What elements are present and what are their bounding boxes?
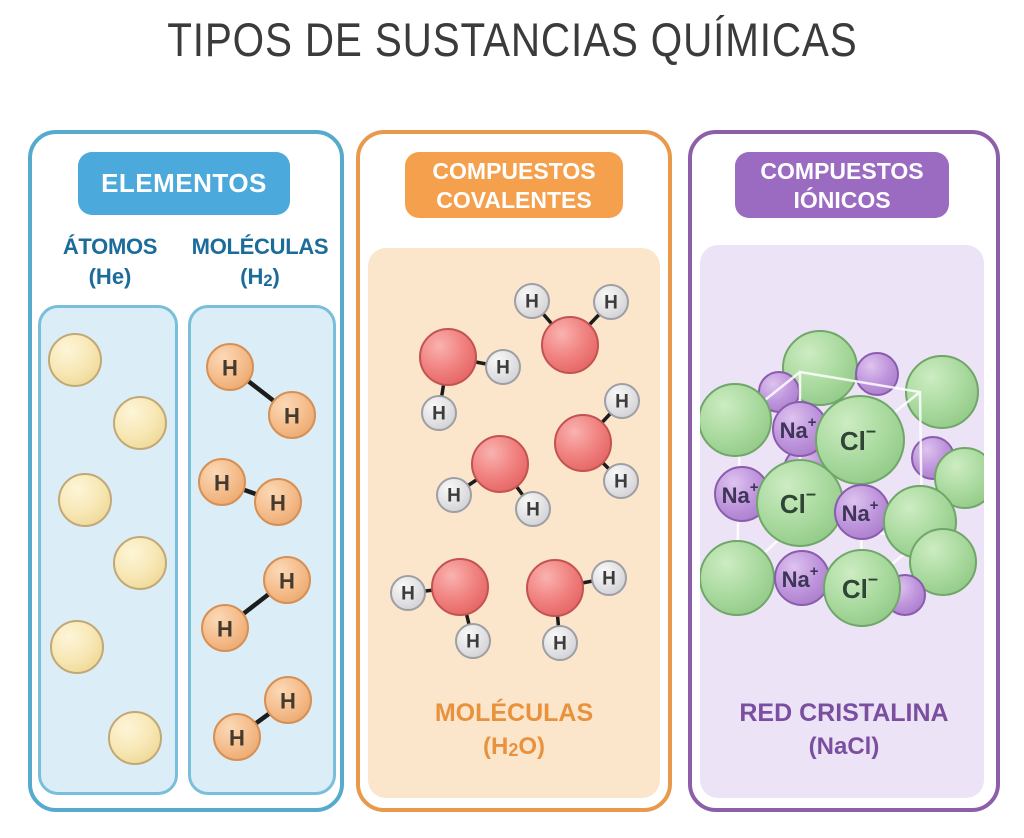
formula-nacl: (NaCl) [808, 733, 880, 760]
formula-h2: (H2) [240, 264, 280, 290]
atoms-box [38, 305, 178, 795]
page-title-text: TIPOS DE SUSTANCIAS QUÍMICAS [166, 13, 858, 66]
header-line-2: IÓNICOS [793, 187, 891, 213]
column-moleculas: MOLÉCULAS (H2) [184, 234, 336, 291]
caption-moleculas-title: MOLÉCULAS [434, 699, 594, 727]
column-atomos: ÁTOMOS (He) [40, 234, 180, 291]
panel-header-ionicos: COMPUESTOS IÓNICOS [735, 152, 949, 218]
caption-red-title: RED CRISTALINA [739, 699, 949, 727]
column-label-atomos: ÁTOMOS [62, 234, 158, 259]
molecules-box [188, 305, 336, 795]
page-title: TIPOS DE SUSTANCIAS QUÍMICAS [0, 12, 1024, 67]
column-label-moleculas: MOLÉCULAS [191, 234, 329, 259]
panel-header-elementos: ELEMENTOS [78, 152, 290, 215]
caption-moleculas: MOLÉCULAS (H2O) [360, 699, 668, 761]
panel-covalentes: COMPUESTOS COVALENTES MOLÉCULAS (H2O) [356, 130, 672, 812]
caption-red-cristalina: RED CRISTALINA (NaCl) [692, 699, 996, 761]
header-line-2: COVALENTES [436, 187, 592, 213]
formula-h2o: (H2O) [482, 733, 545, 761]
header-line-1: COMPUESTOS [432, 158, 596, 184]
panel-header-covalentes: COMPUESTOS COVALENTES [405, 152, 623, 218]
header-line-1: COMPUESTOS [760, 158, 924, 184]
panel-ionicos: COMPUESTOS IÓNICOS RED CRISTALINA (NaCl) [688, 130, 1000, 812]
formula-he: (He) [88, 264, 132, 289]
panel-elementos: ELEMENTOS ÁTOMOS (He) MOLÉCULAS (H2) [28, 130, 344, 812]
